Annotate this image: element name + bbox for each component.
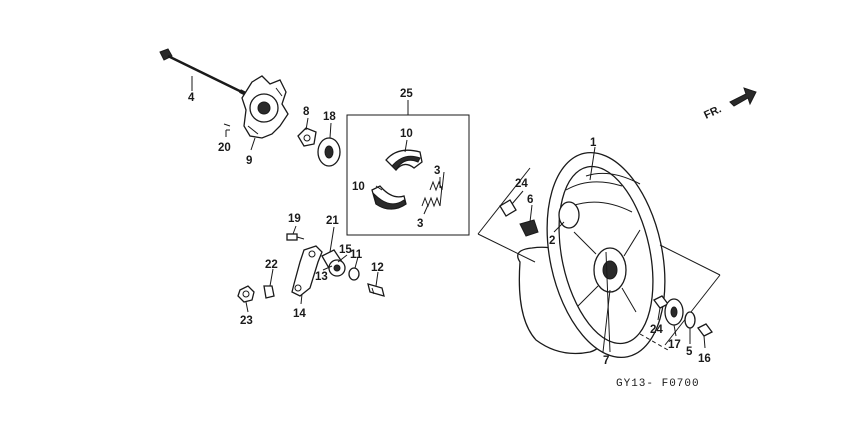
side-collar bbox=[697, 323, 713, 337]
callout-6: 6 bbox=[527, 194, 533, 206]
brake-panel bbox=[241, 75, 289, 139]
callout-12: 12 bbox=[371, 262, 384, 274]
front-arrow-icon bbox=[729, 87, 757, 107]
leader-lines bbox=[191, 76, 706, 353]
front-direction-indicator: FR. bbox=[702, 87, 757, 122]
hub-dust-seal bbox=[558, 201, 580, 229]
brake-arm-nut bbox=[263, 285, 275, 299]
axle-collar bbox=[684, 311, 696, 329]
callout-22: 22 bbox=[265, 259, 278, 271]
callout-13: 13 bbox=[315, 271, 328, 283]
callout-15: 15 bbox=[339, 244, 352, 256]
callout-11: 11 bbox=[350, 249, 363, 261]
callout-16: 16 bbox=[698, 353, 711, 365]
callout-18: 18 bbox=[323, 111, 336, 123]
callout-21: 21 bbox=[326, 215, 339, 227]
wheel-bearing bbox=[664, 298, 684, 326]
callout-3-lower: 3 bbox=[417, 218, 423, 230]
brake-shoe-lower bbox=[371, 185, 407, 210]
callout-labels: 4 8 18 20 9 25 10 10 3 3 1 24 6 2 7 19 2… bbox=[188, 88, 711, 367]
callout-1: 1 bbox=[590, 137, 597, 149]
callout-23: 23 bbox=[240, 315, 253, 327]
callout-4: 4 bbox=[188, 92, 195, 104]
axle-bolt bbox=[159, 48, 253, 99]
diagram-reference-code: GY13- F0700 bbox=[616, 378, 700, 390]
callout-17: 17 bbox=[668, 339, 681, 351]
brake-panel-screw bbox=[223, 123, 231, 131]
callout-7: 7 bbox=[603, 355, 609, 367]
front-direction-label: FR. bbox=[702, 103, 723, 121]
callout-19: 19 bbox=[288, 213, 301, 225]
callout-14: 14 bbox=[293, 308, 306, 320]
callout-5: 5 bbox=[686, 346, 693, 358]
callout-25: 25 bbox=[400, 88, 413, 100]
callout-9: 9 bbox=[246, 155, 252, 167]
axle-nut bbox=[237, 285, 255, 303]
brake-shoe-upper bbox=[385, 149, 423, 171]
dust-seal bbox=[317, 137, 341, 167]
brake-shoe-spring bbox=[421, 171, 445, 208]
axle-dashed-line bbox=[639, 333, 669, 351]
speedometer-gear-washer bbox=[297, 127, 317, 147]
brake-arm bbox=[291, 245, 323, 297]
callout-8: 8 bbox=[303, 106, 310, 118]
wear-indicator-plate bbox=[328, 259, 346, 277]
retainer-washer-left bbox=[499, 199, 517, 217]
callout-3-upper: 3 bbox=[434, 165, 440, 177]
callout-10-lower: 10 bbox=[352, 181, 365, 193]
callout-20: 20 bbox=[218, 142, 231, 154]
callout-10-upper: 10 bbox=[400, 128, 413, 140]
brake-arm-joint-pin bbox=[367, 283, 385, 297]
callout-24-left: 24 bbox=[515, 178, 528, 190]
brake-arm-bolt bbox=[286, 233, 305, 241]
brake-shoe-set-box bbox=[346, 100, 470, 236]
tire-valve bbox=[519, 219, 539, 237]
felt-seal bbox=[348, 267, 360, 281]
callout-2: 2 bbox=[549, 235, 555, 247]
callout-24-right: 24 bbox=[650, 324, 663, 336]
tire-guide-lines bbox=[477, 167, 721, 346]
